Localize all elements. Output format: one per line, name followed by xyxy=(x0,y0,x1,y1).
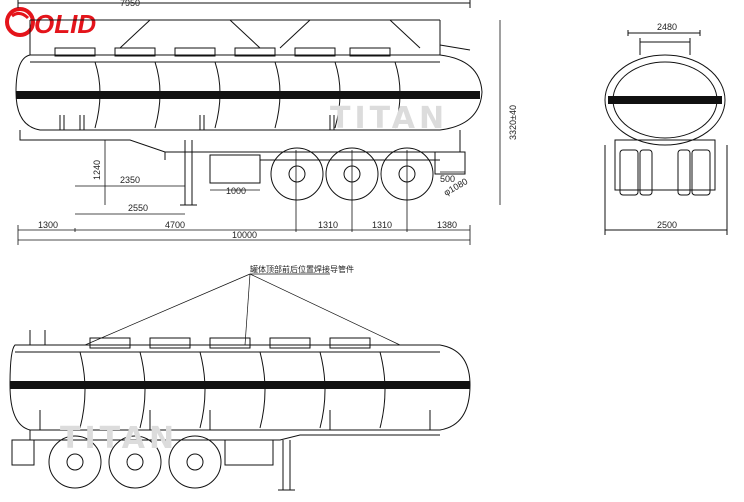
wheel-bottom-2 xyxy=(108,435,162,489)
watermark-top: TITAN xyxy=(330,101,448,136)
dim-2350: 2350 xyxy=(120,175,140,185)
dimension-lines xyxy=(17,20,501,245)
wheel-group-bottom xyxy=(48,435,222,489)
rear-view xyxy=(604,30,728,235)
dim-1000: 1000 xyxy=(226,186,246,196)
dim-4700: 4700 xyxy=(165,220,185,230)
dim-1310b: 1310 xyxy=(372,220,392,230)
dimension-labels: 7950 3320±40 1240 2350 2550 1000 500 φ10… xyxy=(38,0,518,240)
watermark-bottom: TITAN xyxy=(60,421,178,456)
dim-rear-width-top: 2480 xyxy=(657,22,677,32)
dim-overall-length: 10000 xyxy=(232,230,257,240)
wheel-group-top xyxy=(270,147,434,201)
logo-swirl-icon xyxy=(5,7,35,37)
dim-1310a: 1310 xyxy=(318,220,338,230)
dim-2550: 2550 xyxy=(128,203,148,213)
dim-1380: 1380 xyxy=(437,220,457,230)
brand-logo: OLID xyxy=(5,7,96,39)
tank-stripe-band xyxy=(16,91,480,99)
rear-stripe-band xyxy=(608,96,722,104)
dim-kingpin-height: 1240 xyxy=(92,160,102,180)
dim-500: 500 xyxy=(440,174,455,184)
weld-note-label: 罐体顶部前后位置焊接导管件 xyxy=(250,264,354,274)
wheel-bottom-1 xyxy=(48,435,102,489)
dim-rear-width-bottom: 2500 xyxy=(657,220,677,230)
dim-1300: 1300 xyxy=(38,220,58,230)
dim-height: 3320±40 xyxy=(508,105,518,140)
leader-lines xyxy=(84,273,401,346)
logo-text: OLID xyxy=(34,9,96,39)
dim-top-overall: 7950 xyxy=(120,0,140,8)
tank-stripe-band-bottom xyxy=(10,381,470,389)
side-view-bottom xyxy=(9,330,471,491)
wheel-1 xyxy=(270,147,324,201)
wheel-bottom-3 xyxy=(168,435,222,489)
